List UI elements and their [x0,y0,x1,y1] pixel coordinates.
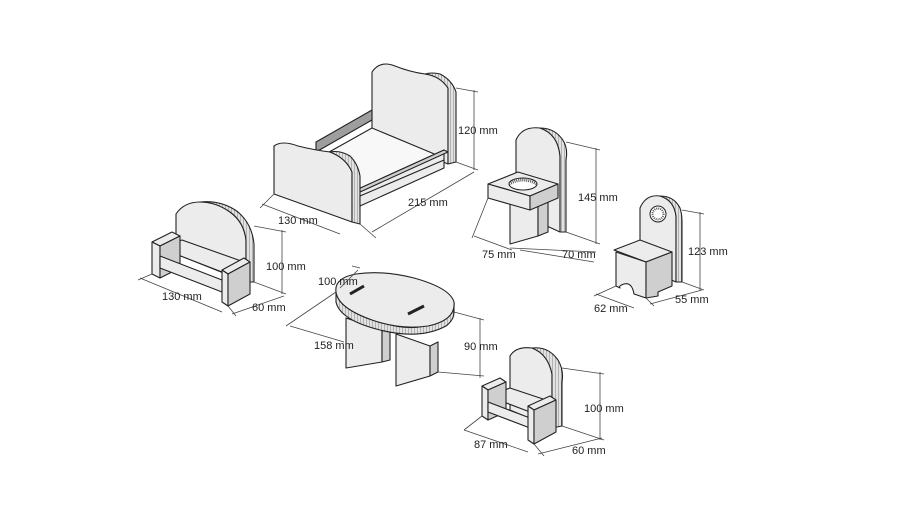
armchair-width-label: 87 mm [474,439,508,451]
high-chair-dimensions: 145 mm 75 mm 70 mm [471,141,618,263]
small-chair-height-label: 123 mm [688,246,728,258]
table-depth-label: 100 mm [318,276,358,288]
bed-height-label: 120 mm [458,125,498,137]
small-chair-dimensions: 123 mm 62 mm 55 mm [593,209,728,315]
armchair [481,347,564,445]
high-chair [487,127,568,245]
high-chair-depth-label: 70 mm [562,249,596,261]
bed-length-label: 215 mm [408,197,448,209]
bed [273,63,457,225]
bed-width-label: 130 mm [278,215,318,227]
high-chair-height-label: 145 mm [578,192,618,204]
small-chair-depth-label: 55 mm [675,294,709,306]
sofa-height-label: 100 mm [266,261,306,273]
bed-dimensions: 120 mm 215 mm 130 mm [259,87,498,239]
sofa-depth-label: 60 mm [252,302,286,314]
table-dimensions: 158 mm 100 mm 90 mm [285,265,498,378]
sofa-width-label: 130 mm [162,291,202,303]
armchair-dimensions: 100 mm 87 mm 60 mm [463,367,624,457]
small-chair [613,195,683,299]
table [335,272,455,387]
high-chair-width-label: 75 mm [482,249,516,261]
sofa-dimensions: 100 mm 130 mm 60 mm [137,225,306,317]
table-height-label: 90 mm [464,341,498,353]
sofa [151,201,255,307]
armchair-depth-label: 60 mm [572,445,606,457]
small-chair-width-label: 62 mm [594,303,628,315]
table-width-label: 158 mm [314,340,354,352]
armchair-height-label: 100 mm [584,403,624,415]
